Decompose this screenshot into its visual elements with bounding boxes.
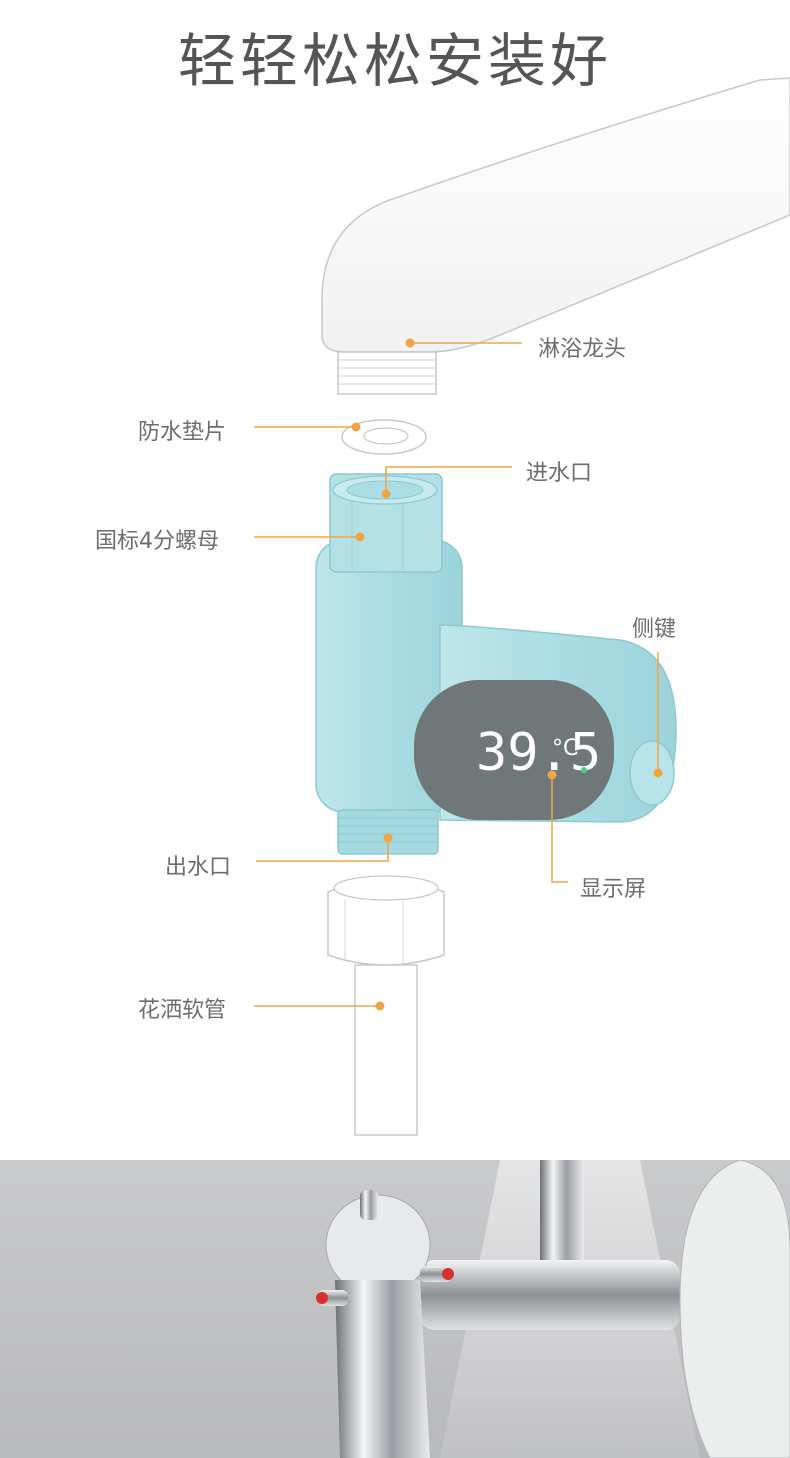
side-key bbox=[629, 740, 675, 806]
thermometer-device: 39.5 °C bbox=[315, 473, 677, 855]
mixer-lever bbox=[679, 1160, 790, 1458]
hose-nut bbox=[327, 875, 445, 966]
display-screen bbox=[414, 680, 614, 820]
faucet-thread bbox=[337, 351, 437, 395]
label-shower-faucet: 淋浴龙头 bbox=[538, 337, 627, 362]
label-screen: 显示屏 bbox=[580, 877, 647, 902]
label-side-key: 侧键 bbox=[632, 617, 677, 642]
installation-diagram: 39.5 °C bbox=[254, 77, 790, 1136]
shower-faucet bbox=[321, 77, 790, 395]
leader-lines bbox=[254, 338, 663, 1011]
temperature-unit: °C bbox=[552, 736, 578, 761]
mixer-faucet-illustration bbox=[316, 1160, 790, 1458]
label-nut: 国标4分螺母 bbox=[95, 529, 219, 554]
temperature-reading: 39.5 bbox=[476, 723, 601, 783]
label-inlet: 进水口 bbox=[526, 461, 593, 486]
hot-indicator bbox=[316, 1292, 328, 1304]
page-title: 轻轻松松安装好 bbox=[177, 27, 612, 95]
label-washer: 防水垫片 bbox=[138, 420, 227, 445]
status-led bbox=[581, 767, 587, 773]
washer bbox=[341, 419, 427, 455]
label-outlet: 出水口 bbox=[165, 855, 232, 880]
shower-hose bbox=[354, 964, 418, 1136]
label-hose: 花洒软管 bbox=[138, 998, 227, 1023]
product-photo bbox=[0, 1160, 790, 1458]
horizontal-bar bbox=[420, 1260, 680, 1330]
valve-body bbox=[335, 1280, 430, 1458]
hot-indicator-2 bbox=[442, 1268, 454, 1280]
